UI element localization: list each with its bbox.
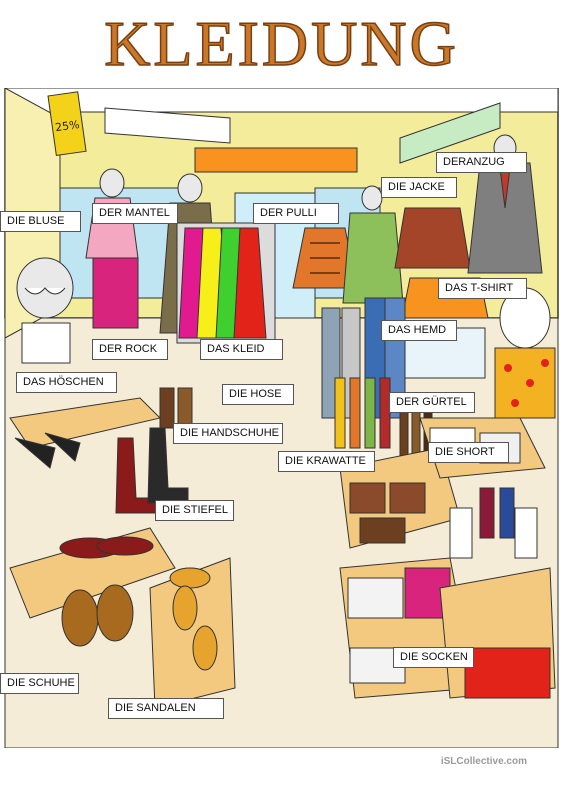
shop-illustration: 25%: [4, 88, 559, 748]
gloves: [159, 387, 193, 429]
label-das-hemd: DAS HEMD: [381, 320, 457, 341]
ceiling-beam: [4, 88, 559, 113]
socks-display: [449, 487, 538, 559]
label-der-mantel: DER MANTEL: [92, 203, 178, 224]
shoes: [59, 536, 154, 647]
label-die-bluse: DIE BLUSE: [0, 211, 81, 232]
ceiling-sign-right: [399, 102, 501, 164]
label-der-guertel: DER GÜRTEL: [389, 392, 475, 413]
boots: [115, 427, 189, 514]
mannequin-jacket: [342, 185, 404, 304]
label-die-schuhe: DIE SCHUHE: [0, 673, 79, 694]
label-die-hose: DIE HOSE: [222, 384, 294, 405]
tie-rack: [334, 377, 391, 449]
label-die-krawatte: DIE KRAWATTE: [278, 451, 375, 472]
counter-red: [464, 647, 551, 699]
label-die-jacke: DIE JACKE: [381, 177, 457, 198]
label-deranzug: DERANZUG: [436, 152, 527, 173]
mannequin-shorts: [494, 287, 556, 419]
label-die-sandalen: DIE SANDALEN: [108, 698, 224, 719]
label-die-stiefel: DIE STIEFEL: [155, 500, 234, 521]
label-das-tshirt: DAS T-SHIRT: [438, 278, 527, 299]
label-die-socken: DIE SOCKEN: [393, 647, 474, 668]
orange-bar: [194, 147, 358, 173]
label-der-rock: DER ROCK: [92, 339, 168, 360]
label-der-pulli: DER PULLI: [253, 203, 339, 224]
label-die-short: DIE SHORT: [428, 442, 509, 463]
brown-jacket: [394, 207, 471, 269]
price-sign-text: 25%: [54, 118, 80, 134]
dress-rack: [176, 222, 276, 344]
label-das-hoeschen: DAS HÖSCHEN: [16, 372, 117, 393]
label-die-handschuhe: DIE HANDSCHUHE: [173, 423, 283, 444]
sandals: [169, 567, 218, 671]
page-title: KLEIDUNG: [103, 7, 459, 80]
label-das-kleid: DAS KLEID: [200, 339, 283, 360]
watermark: iSLCollective.com: [440, 756, 527, 767]
sandal-table: [149, 557, 236, 709]
wallets: [349, 482, 426, 544]
mannequin-bra: [16, 257, 74, 364]
price-sign: 25%: [47, 91, 87, 156]
heels: [14, 432, 81, 469]
ceiling-sign-left: [104, 107, 231, 144]
